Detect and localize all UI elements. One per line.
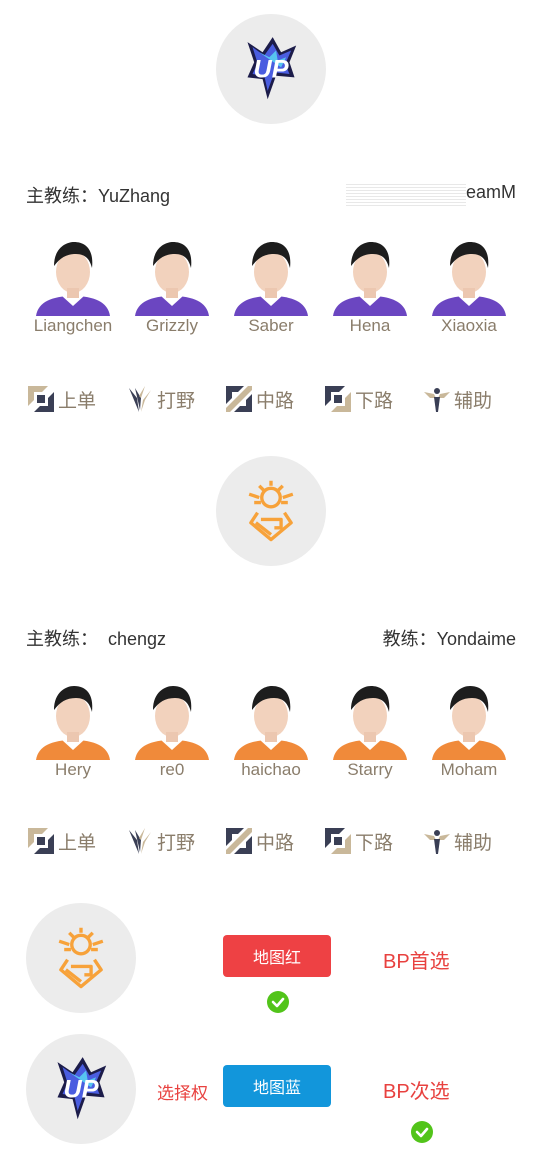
support-icon	[422, 384, 452, 414]
player-name: Hena	[349, 316, 391, 335]
top-lane-icon	[26, 384, 56, 414]
player-name: Xiaoxia	[441, 316, 497, 335]
team2-coach-row: 主教练： chengz 教练：Yondaime	[26, 625, 516, 649]
team2-players: Hery re0 haichao Starry Moham	[26, 680, 516, 790]
player-avatar	[228, 236, 314, 316]
role-item: 下路	[323, 382, 417, 416]
bot-lane-icon	[323, 384, 353, 414]
player-card[interactable]: Liangchen	[26, 236, 120, 346]
role-item: 辅助	[422, 824, 516, 858]
map-blue-button[interactable]: 地图蓝	[223, 1065, 331, 1107]
role-item: 中路	[224, 824, 318, 858]
up-team-logo-icon	[229, 27, 313, 111]
role-label: 中路	[256, 832, 295, 854]
player-card[interactable]: re0	[125, 680, 219, 790]
player-name: Grizzly	[146, 316, 198, 335]
role-label: 打野	[157, 390, 196, 412]
player-avatar	[426, 236, 512, 316]
up-team-logo-icon	[39, 1047, 123, 1131]
player-avatar	[30, 236, 116, 316]
role-label: 上单	[58, 390, 97, 412]
role-item: 中路	[224, 382, 318, 416]
scroll-fade	[346, 182, 466, 206]
head-coach-name: YuZhang	[98, 186, 171, 206]
role-item: 上单	[26, 824, 120, 858]
player-name: haichao	[241, 760, 301, 779]
mid-lane-icon	[224, 384, 254, 414]
mid-lane-icon	[224, 826, 254, 856]
check-circle-icon	[411, 1121, 433, 1143]
map-red-button[interactable]: 地图红	[223, 935, 331, 977]
team2-head-coach: 主教练： chengz	[26, 625, 166, 651]
player-avatar	[327, 236, 413, 316]
player-card[interactable]: haichao	[224, 680, 318, 790]
team1-players: Liangchen Grizzly Saber Hena Xiaoxia	[26, 236, 516, 346]
player-name: Moham	[440, 760, 498, 779]
support-icon	[422, 826, 452, 856]
coach-label: 教练：	[382, 629, 437, 649]
bp-row2-team-logo	[26, 1034, 136, 1144]
check-circle-icon	[267, 991, 289, 1013]
player-card[interactable]: Moham	[422, 680, 516, 790]
player-avatar	[426, 680, 512, 760]
player-name: re0	[159, 760, 185, 779]
role-item: 打野	[125, 824, 219, 858]
role-label: 辅助	[454, 832, 493, 854]
team1-coach-row: 主教练：YuZhang eamM	[26, 182, 516, 206]
bp-second-pick-label: BP次选	[383, 1081, 450, 1103]
head-coach-label: 主教练：	[26, 186, 98, 206]
head-coach-label: 主教练：	[26, 629, 98, 649]
player-card[interactable]: Grizzly	[125, 236, 219, 346]
role-item: 打野	[125, 382, 219, 416]
role-item: 辅助	[422, 382, 516, 416]
player-name: Starry	[347, 760, 393, 779]
player-name: Hery	[55, 760, 91, 779]
player-card[interactable]: Hena	[323, 236, 417, 346]
bot-lane-icon	[323, 826, 353, 856]
jungle-icon	[125, 826, 155, 856]
player-avatar	[129, 680, 215, 760]
player-card[interactable]: Hery	[26, 680, 120, 790]
player-avatar	[30, 680, 116, 760]
player-name: Saber	[248, 316, 294, 335]
role-item: 下路	[323, 824, 417, 858]
coach-name: Yondaime	[436, 629, 516, 649]
selection-right-label: 选择权	[157, 1084, 208, 1103]
role-label: 中路	[256, 390, 295, 412]
player-avatar	[327, 680, 413, 760]
team2-roles: 上单 打野 中路 下路 辅助	[26, 824, 516, 858]
jungle-icon	[125, 384, 155, 414]
player-avatar	[129, 236, 215, 316]
role-label: 下路	[355, 390, 394, 412]
role-label: 上单	[58, 832, 97, 854]
team1-roles: 上单 打野 中路 下路 辅助	[26, 382, 516, 416]
team1-coach-scrolling: eamM	[346, 182, 516, 206]
role-label: 下路	[355, 832, 394, 854]
player-card[interactable]: Saber	[224, 236, 318, 346]
bp-first-pick-label: BP首选	[383, 951, 450, 973]
player-avatar	[228, 680, 314, 760]
player-card[interactable]: Xiaoxia	[422, 236, 516, 346]
bp-row1-team-logo	[26, 903, 136, 1013]
player-card[interactable]: Starry	[323, 680, 417, 790]
top-lane-icon	[26, 826, 56, 856]
role-item: 上单	[26, 382, 120, 416]
role-label: 打野	[157, 832, 196, 854]
player-name: Liangchen	[33, 316, 113, 335]
coach-partial-name: eamM	[465, 182, 516, 202]
team1-logo	[216, 14, 326, 124]
team2-logo	[216, 456, 326, 566]
omg-team-logo-icon	[229, 469, 313, 553]
team1-head-coach: 主教练：YuZhang	[26, 182, 170, 208]
role-label: 辅助	[454, 390, 493, 412]
head-coach-name: chengz	[108, 629, 167, 649]
omg-team-logo-icon	[39, 916, 123, 1000]
team2-coach: 教练：Yondaime	[383, 625, 516, 651]
